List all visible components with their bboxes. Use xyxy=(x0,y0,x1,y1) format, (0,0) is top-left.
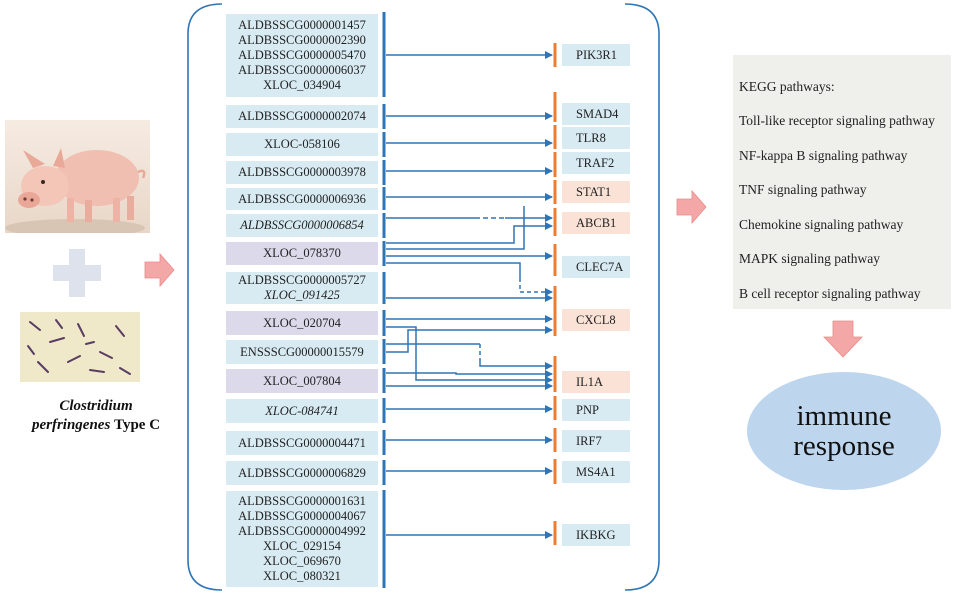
piglet-image xyxy=(5,120,150,233)
gene-box: IL1A xyxy=(562,371,630,393)
gene-box: IRF7 xyxy=(562,430,630,452)
lncrna-box: XLOC_020704 xyxy=(226,311,378,335)
lncrna-label: ALDBSSCG0000004992 xyxy=(238,524,366,538)
lncrna-box: ENSSSCG00000015579 xyxy=(226,340,378,364)
pink-arrow-down xyxy=(823,320,863,358)
kegg-pathway: TNF signaling pathway xyxy=(739,182,867,197)
lncrna-box: ALDBSSCG0000006936 xyxy=(226,188,378,210)
lncrna-group-15: ALDBSSCG0000001631 ALDBSSCG0000004067 AL… xyxy=(226,491,378,587)
bracket xyxy=(187,3,223,591)
lncrna-label: ALDBSSCG0000006829 xyxy=(238,465,366,480)
lncrna-label: ALDBSSCG0000005727 xyxy=(238,273,366,287)
arrow-15579-cxcl8 xyxy=(386,326,553,353)
arrow-078370-cxcl8-dashed xyxy=(519,278,553,296)
lncrna-box: ALDBSSCG0000004471 xyxy=(226,431,378,455)
gene-box: TLR8 xyxy=(562,127,630,149)
species-caption: Clostridium perfringenes Type C xyxy=(12,397,180,435)
arrow-007804-il1a xyxy=(386,370,553,378)
lncrna-group-1: ALDBSSCG0000001457 ALDBSSCG0000002390 AL… xyxy=(226,14,378,97)
gene-box: PNP xyxy=(562,399,630,421)
lncrna-label: ALDBSSCG0000005470 xyxy=(238,48,366,62)
lncrna-box: XLOC-058106 xyxy=(226,133,378,156)
lncrna-label: ALDBSSCG0000002074 xyxy=(238,109,366,123)
lncrna-box: ALDBSSCG0000006829 xyxy=(226,461,378,485)
arrow-15579-il1a xyxy=(479,360,553,370)
gene-box: ABCB1 xyxy=(562,212,630,234)
lncrna-label: ALDBSSCG0000003978 xyxy=(238,165,366,179)
gene-box: PIK3R1 xyxy=(562,44,630,66)
arrow-020704-il1a xyxy=(386,326,553,384)
lncrna-label: XLOC_080321 xyxy=(263,569,341,583)
gene-box: MS4A1 xyxy=(562,461,630,483)
arrow-078370-abcb1 xyxy=(386,222,553,244)
lncrna-label: XLOC-084741 xyxy=(265,403,339,418)
kegg-pathway: B cell receptor signaling pathway xyxy=(739,286,921,301)
kegg-title: KEGG pathways: xyxy=(739,79,835,94)
arrow-078370-branch xyxy=(386,206,525,250)
gene-box: CLEC7A xyxy=(562,256,630,278)
gene-box: IKBKG xyxy=(562,524,630,546)
gene-box: CXCL8 xyxy=(562,309,630,331)
lncrna-box: XLOC_078370 xyxy=(226,242,378,265)
kegg-pathway: NF-kappa B signaling pathway xyxy=(739,148,908,163)
outcome-line2: response xyxy=(793,430,895,462)
lncrna-label: ALDBSSCG0000001631 xyxy=(238,494,366,508)
arrow-078370-down xyxy=(386,262,521,278)
lncrna-label: ALDBSSCG0000006037 xyxy=(238,63,366,77)
kegg-panel: KEGG pathways: Toll-like receptor signal… xyxy=(733,55,951,309)
immune-response-oval: immune response xyxy=(747,372,941,490)
lncrna-label: XLOC_078370 xyxy=(263,246,341,260)
lncrna-label: XLOC_091425 xyxy=(264,288,340,302)
lncrna-label: XLOC_029154 xyxy=(263,539,341,553)
lncrna-box: ALDBSSCG0000005727 XLOC_091425 xyxy=(226,272,378,304)
lncrna-label: XLOC_007804 xyxy=(263,373,341,388)
gene-box: TRAF2 xyxy=(562,152,630,174)
gene-box: STAT1 xyxy=(562,181,630,203)
pink-arrow-left xyxy=(144,252,175,288)
kegg-pathway: Toll-like receptor signaling pathway xyxy=(739,113,935,128)
gene-box: SMAD4 xyxy=(562,103,630,125)
lncrna-box: ALDBSSCG0000003978 xyxy=(226,161,378,184)
plus-icon xyxy=(53,249,101,297)
kegg-pathway: MAPK signaling pathway xyxy=(739,251,880,266)
caption-species: perfringenes xyxy=(31,417,111,433)
lncrna-label: XLOC_034904 xyxy=(263,78,341,92)
caption-type: Type C xyxy=(114,417,161,433)
lncrna-label: ENSSSCG00000015579 xyxy=(240,344,364,359)
lncrna-box: ALDBSSCG0000002074 xyxy=(226,105,378,128)
bacteria-image xyxy=(20,312,140,382)
lncrna-label: ALDBSSCG0000004067 xyxy=(238,509,366,523)
lncrna-box: XLOC_007804 xyxy=(226,369,378,393)
lncrna-label: ALDBSSCG0000002390 xyxy=(238,33,366,47)
lncrna-label: XLOC-058106 xyxy=(264,137,340,151)
bracket xyxy=(624,3,660,591)
lncrna-label: ALDBSSCG0000006854 xyxy=(240,218,364,232)
lncrna-label: ALDBSSCG0000001457 xyxy=(238,18,366,32)
outcome-line1: immune xyxy=(796,400,892,432)
lncrna-label: ALDBSSCG0000004471 xyxy=(238,435,366,450)
caption-genus: Clostridium xyxy=(59,398,133,414)
lncrna-box: ALDBSSCG0000006854 xyxy=(226,214,378,237)
pink-arrow-right xyxy=(676,189,707,225)
lncrna-box: XLOC-084741 xyxy=(226,399,378,423)
kegg-pathway: Chemokine signaling pathway xyxy=(739,217,904,232)
lncrna-label: XLOC_069670 xyxy=(263,554,341,568)
lncrna-label: XLOC_020704 xyxy=(263,315,341,330)
lncrna-label: ALDBSSCG0000006936 xyxy=(238,191,366,206)
